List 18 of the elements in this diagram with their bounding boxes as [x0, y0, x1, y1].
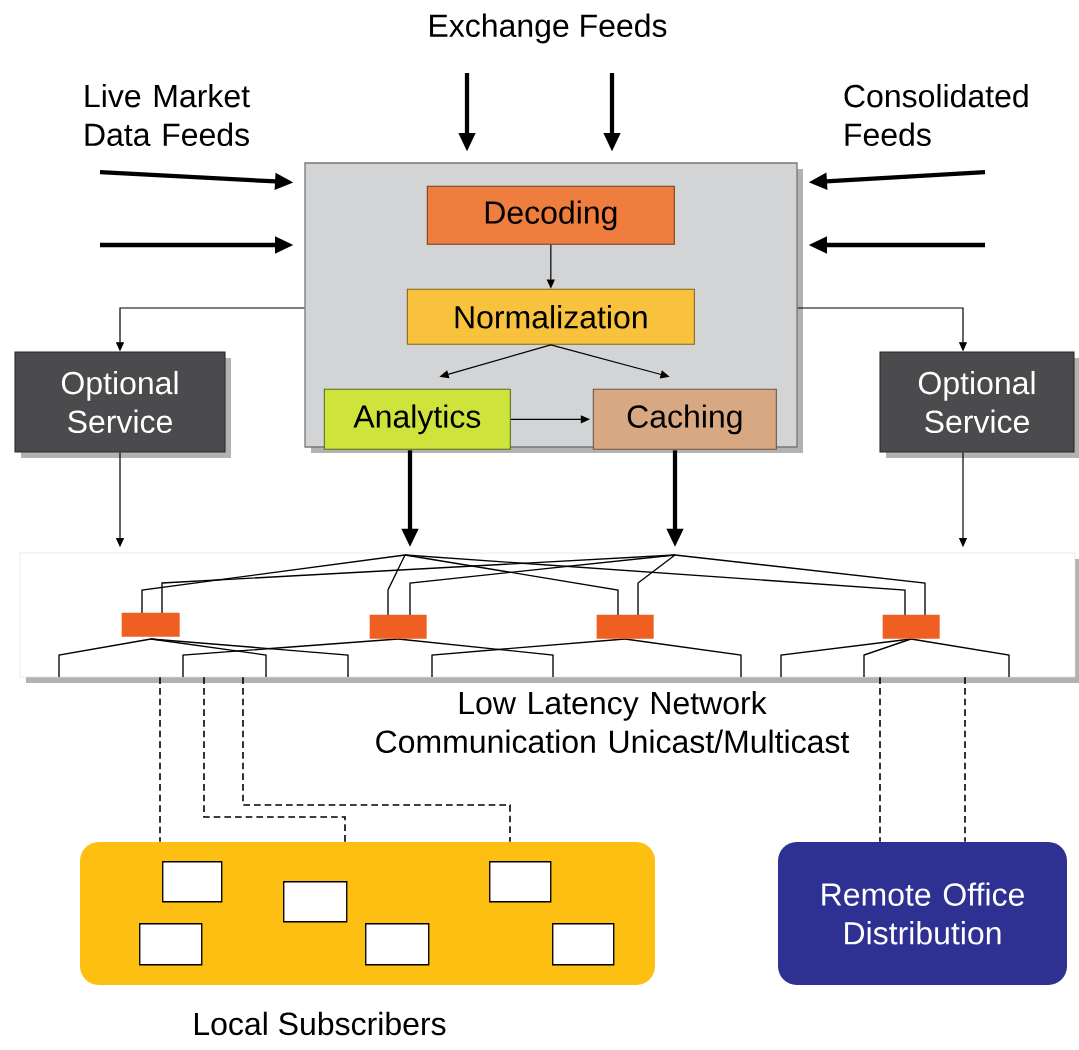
process-box: Analytics	[323, 388, 511, 450]
service-box: Optional Service	[14, 351, 231, 458]
process-box: Normalization	[406, 288, 695, 345]
panel-caption: Local Subscribers	[194, 1011, 446, 1036]
terminal-box	[283, 881, 348, 923]
process-box: Decoding	[426, 185, 675, 245]
network-label: Low Latency Network Communication Unicast/Multicast	[376, 690, 850, 754]
process-box: Caching	[592, 388, 777, 450]
service-box: Optional Service	[879, 351, 1079, 458]
office-box: Remote Office Distribution	[778, 842, 1067, 985]
terminal-box	[365, 923, 430, 966]
terminal-box	[552, 923, 615, 966]
terminal-box	[489, 861, 552, 903]
feed-label: Consolidated Feeds	[844, 83, 1028, 147]
feed-label: Live Market Data Feeds	[85, 83, 250, 147]
feed-label: Exchange Feeds	[430, 13, 667, 44]
terminal-box	[162, 861, 223, 903]
terminal-box	[139, 923, 203, 966]
